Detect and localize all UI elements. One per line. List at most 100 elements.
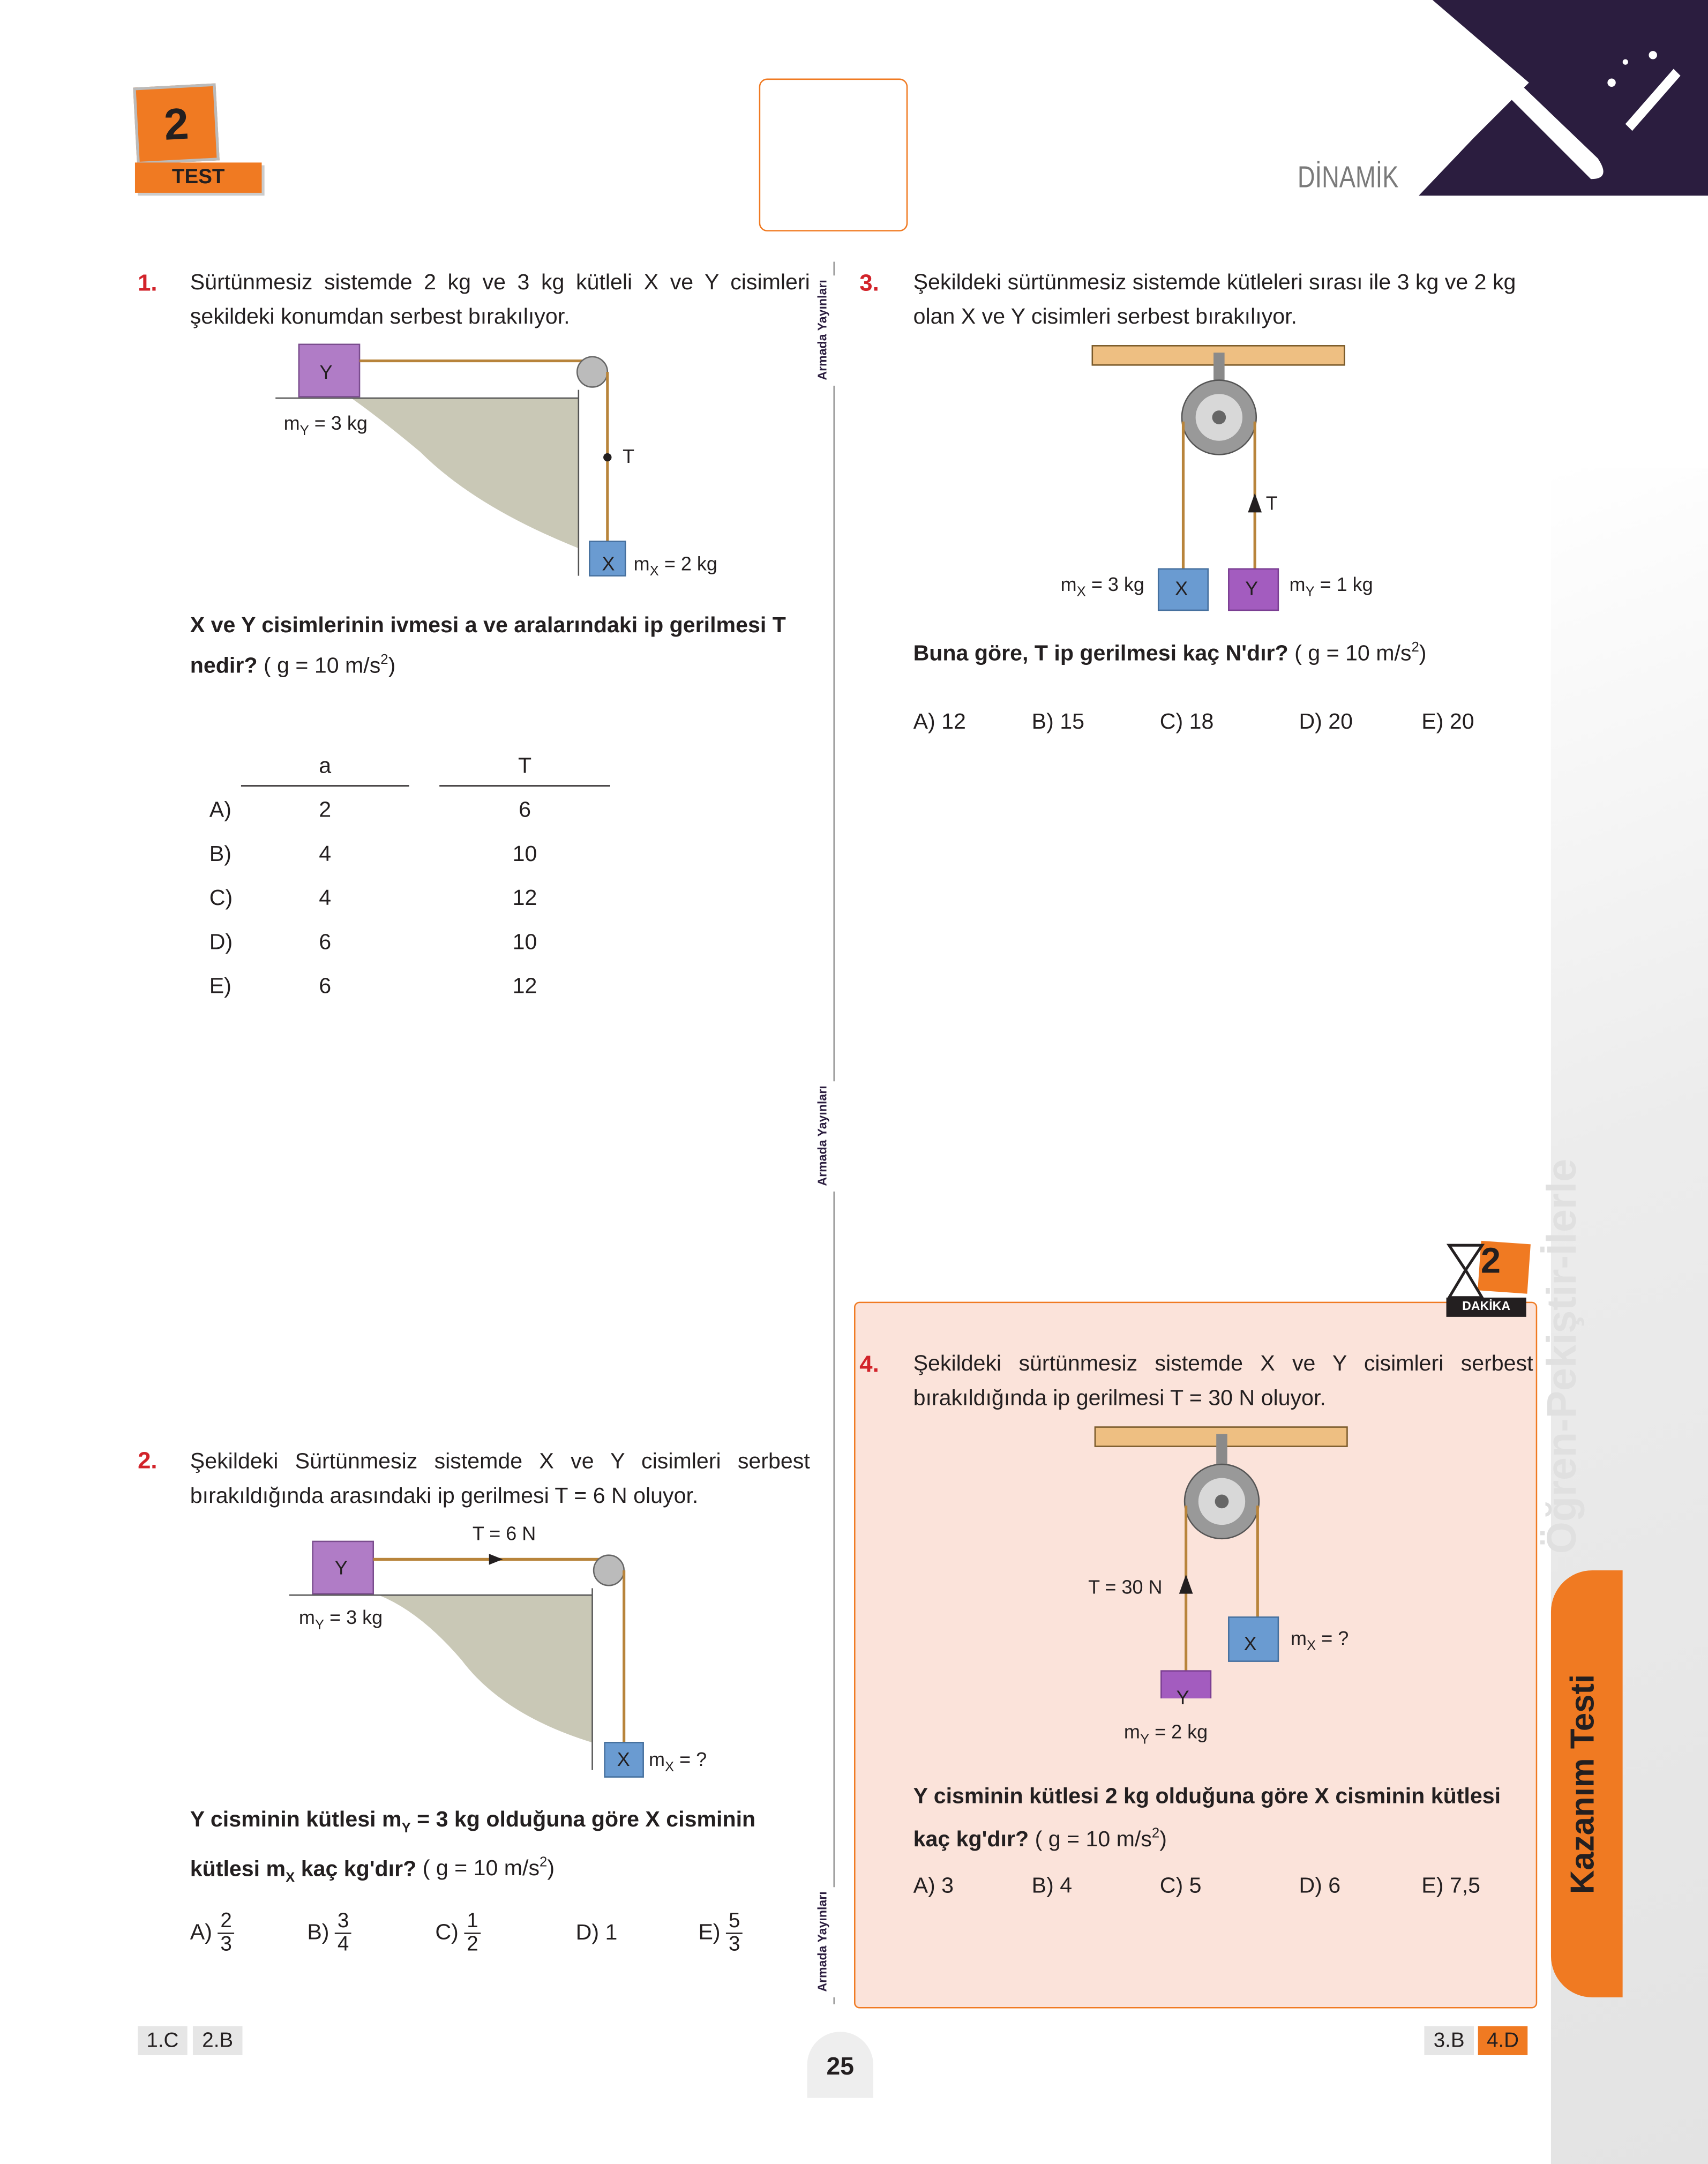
- block-y: [312, 1540, 374, 1594]
- q: X ve Y cisimlerinin ivmesi a ve araların…: [190, 614, 786, 678]
- numerator: 2: [218, 1910, 235, 1934]
- block-x-label: X: [602, 552, 615, 575]
- badge-number: 2: [1480, 1239, 1501, 1282]
- table-row-label[interactable]: E): [209, 975, 231, 999]
- answer-key: 1.C: [138, 2026, 188, 2055]
- answer-option[interactable]: A) 12: [913, 710, 966, 735]
- g: ( g = 10 m/s: [263, 655, 381, 678]
- val: = 3 kg: [314, 411, 368, 434]
- q: kaç kg'dır?: [295, 1858, 417, 1881]
- page-number: 25: [826, 2052, 855, 2080]
- answer-option[interactable]: C) 5: [1159, 1875, 1202, 1898]
- answer-option[interactable]: A) 3: [913, 1875, 954, 1898]
- mass-x-label: mX = ?: [649, 1748, 707, 1776]
- q: Buna göre, T ip gerilmesi kaç N'dır?: [913, 642, 1289, 666]
- g-end: ): [547, 1858, 555, 1881]
- block-y: [298, 343, 361, 398]
- q: kütlesi m: [190, 1858, 286, 1881]
- m: m: [283, 411, 300, 434]
- q3-text: Şekildeki sürtünmesiz sistemde kütleleri…: [913, 271, 1516, 330]
- q4-figure: [1094, 1426, 1348, 1699]
- val: = 3 kg: [329, 1606, 383, 1628]
- side-tab-label: Kazanım Testi: [1564, 1674, 1602, 1894]
- block-x: [1157, 568, 1209, 611]
- answer-option[interactable]: E) 20: [1421, 710, 1474, 735]
- table-row-label[interactable]: C): [209, 887, 233, 911]
- q: Y cisminin kütlesi 2 kg olduğuna göre X …: [913, 1785, 1501, 1852]
- table-row-label[interactable]: D): [209, 931, 233, 955]
- answer-key: 3.B: [1424, 2026, 1474, 2055]
- mass-x-label: mX = ?: [1291, 1627, 1349, 1654]
- m: m: [1123, 1720, 1140, 1743]
- mass-y-label: mY = 1 kg: [1289, 573, 1373, 601]
- question-number: 1.: [138, 269, 158, 296]
- answer-option[interactable]: E) 7,5: [1421, 1875, 1481, 1898]
- answer-option[interactable]: D) 6: [1299, 1875, 1341, 1898]
- answer-key: 4.D: [1478, 2026, 1528, 2055]
- question-number: 4.: [859, 1351, 879, 1377]
- sub: Y: [401, 1821, 411, 1837]
- mass-y-label: mY = 3 kg: [299, 1606, 383, 1634]
- block-y-label: Y: [319, 361, 333, 383]
- sub: Y: [1140, 1732, 1150, 1748]
- answer-option[interactable]: C) 18: [1159, 710, 1214, 735]
- table-cell-t: 10: [512, 931, 537, 955]
- denominator: 2: [467, 1933, 478, 1956]
- sub: X: [1076, 585, 1086, 601]
- publisher-logo: Armada Yayınları: [815, 1081, 851, 1192]
- hourglass-icon: [1446, 1244, 1485, 1299]
- mass-x-label: mX = 3 kg: [1061, 573, 1144, 601]
- answer-option[interactable]: D) 20: [1299, 710, 1353, 735]
- val: = ?: [1321, 1627, 1349, 1649]
- q3-question: Buna göre, T ip gerilmesi kaç N'dır? ( g…: [913, 640, 1427, 666]
- block-x: [589, 541, 626, 576]
- val: = ?: [679, 1748, 707, 1770]
- question-number: 2.: [138, 1448, 158, 1474]
- tension-label: T: [1265, 491, 1278, 514]
- q: Y cisminin kütlesi m: [190, 1808, 402, 1832]
- q4-box: [854, 1301, 1538, 2009]
- sub: Y: [314, 1618, 325, 1634]
- q4-text: Şekildeki sürtünmesiz sistemde X ve Y ci…: [913, 1352, 1533, 1411]
- q4-question: Y cisminin kütlesi 2 kg olduğuna göre X …: [913, 1785, 1501, 1852]
- g: ( g = 10 m/s: [1294, 642, 1412, 666]
- answer-option[interactable]: D) 1: [576, 1922, 618, 1946]
- g-end: ): [1419, 642, 1427, 666]
- pulley: [593, 1554, 625, 1586]
- table-row-label[interactable]: A): [209, 799, 231, 822]
- mass-x-label: mX = 2 kg: [634, 552, 717, 580]
- block-y-label: Y: [1245, 577, 1258, 600]
- option-label: B): [307, 1921, 329, 1945]
- test-number-badge: 2: [133, 83, 220, 165]
- block-x-label: X: [1175, 577, 1188, 600]
- table-cell-a: 2: [319, 799, 332, 822]
- q: = 3 kg olduğuna göre X cisminin: [410, 1808, 756, 1832]
- table-cell-t: 12: [512, 887, 537, 911]
- g: ( g = 10 m/s: [1035, 1828, 1152, 1852]
- block-y: [1228, 568, 1279, 611]
- denominator: 3: [220, 1933, 232, 1956]
- answer-option[interactable]: B) 15: [1031, 710, 1085, 735]
- g-end: ): [388, 655, 396, 678]
- denominator: 3: [729, 1933, 740, 1956]
- answer-option[interactable]: B) 4: [1031, 1875, 1073, 1898]
- block-x: [604, 1742, 644, 1778]
- g-end: ): [1159, 1828, 1167, 1852]
- m: m: [1289, 573, 1306, 595]
- table-row-label[interactable]: B): [209, 843, 231, 867]
- table-header-t: T: [439, 755, 610, 787]
- publisher-logo: Armada Yayınları: [815, 1887, 851, 1997]
- m: m: [633, 552, 650, 575]
- q1-text: Sürtünmesiz sistemde 2 kg ve 3 kg kütlel…: [190, 271, 810, 330]
- tension-label: T = 6 N: [472, 1522, 536, 1545]
- block-y: [1160, 1670, 1212, 1699]
- m: m: [1291, 1627, 1307, 1649]
- q3-figure: [1091, 345, 1345, 611]
